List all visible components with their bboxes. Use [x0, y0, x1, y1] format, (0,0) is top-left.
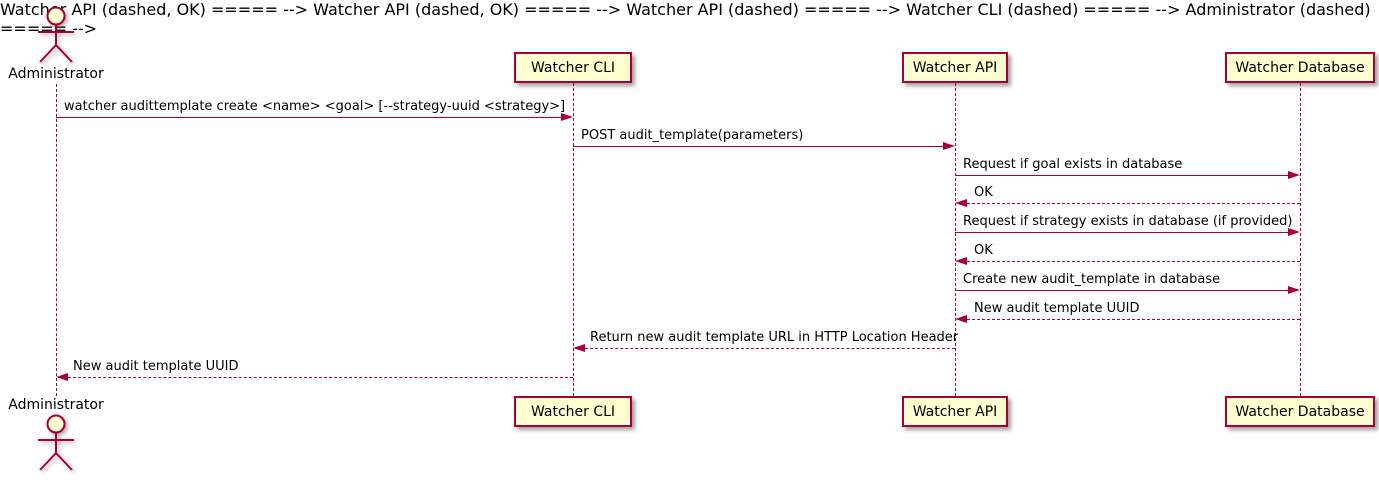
participant-label-administrator-bottom: Administrator	[8, 397, 104, 413]
message-label: OK	[974, 185, 993, 200]
message-label: Create new audit_template in database	[963, 272, 1221, 287]
arrowhead-left-icon	[56, 373, 68, 381]
participant-box-watcher-api-bottom: Watcher API	[902, 396, 1008, 427]
lifeline-watcher-database	[1300, 83, 1301, 396]
lifeline-watcher-api	[955, 83, 956, 396]
message-label: New audit template UUID	[73, 359, 239, 374]
arrowhead-right-icon	[943, 142, 955, 150]
arrowhead-right-icon	[1288, 286, 1300, 294]
administrator-actor-icon	[38, 6, 74, 63]
message-line	[967, 261, 1300, 262]
message-line	[955, 290, 1288, 291]
participant-box-watcher-api-top: Watcher API	[902, 52, 1008, 83]
administrator-actor-icon	[38, 414, 74, 471]
participant-box-watcher-database-top: Watcher Database	[1225, 52, 1375, 83]
message-line	[585, 348, 955, 349]
message-line	[955, 175, 1288, 176]
message-line	[955, 232, 1288, 233]
lifeline-watcher-cli	[573, 83, 574, 396]
participant-box-watcher-database-bottom: Watcher Database	[1225, 396, 1375, 427]
message-label: OK	[974, 243, 993, 258]
message-line	[56, 117, 561, 118]
message-line	[967, 319, 1300, 320]
participant-box-watcher-cli-bottom: Watcher CLI	[514, 396, 632, 427]
message-label: Request if strategy exists in database (…	[963, 214, 1293, 229]
message-label: Request if goal exists in database	[963, 157, 1183, 172]
arrowhead-left-icon	[955, 257, 967, 265]
arrowhead-left-icon	[955, 199, 967, 207]
arrowhead-right-icon	[561, 113, 573, 121]
arrowhead-right-icon	[1288, 171, 1300, 179]
message-label: Return new audit template URL in HTTP Lo…	[590, 330, 959, 345]
message-label: POST audit_template(parameters)	[581, 128, 804, 143]
message-line	[967, 203, 1300, 204]
message-line	[573, 146, 943, 147]
lifeline-administrator	[56, 84, 57, 396]
participant-label-administrator-top: Administrator	[8, 66, 104, 82]
message-label: New audit template UUID	[974, 301, 1140, 316]
arrowhead-right-icon	[1288, 228, 1300, 236]
arrowhead-left-icon	[573, 344, 585, 352]
message-label: watcher audittemplate create <name> <goa…	[64, 99, 566, 114]
message-line	[68, 377, 573, 378]
participant-box-watcher-cli-top: Watcher CLI	[514, 52, 632, 83]
arrowhead-left-icon	[955, 315, 967, 323]
